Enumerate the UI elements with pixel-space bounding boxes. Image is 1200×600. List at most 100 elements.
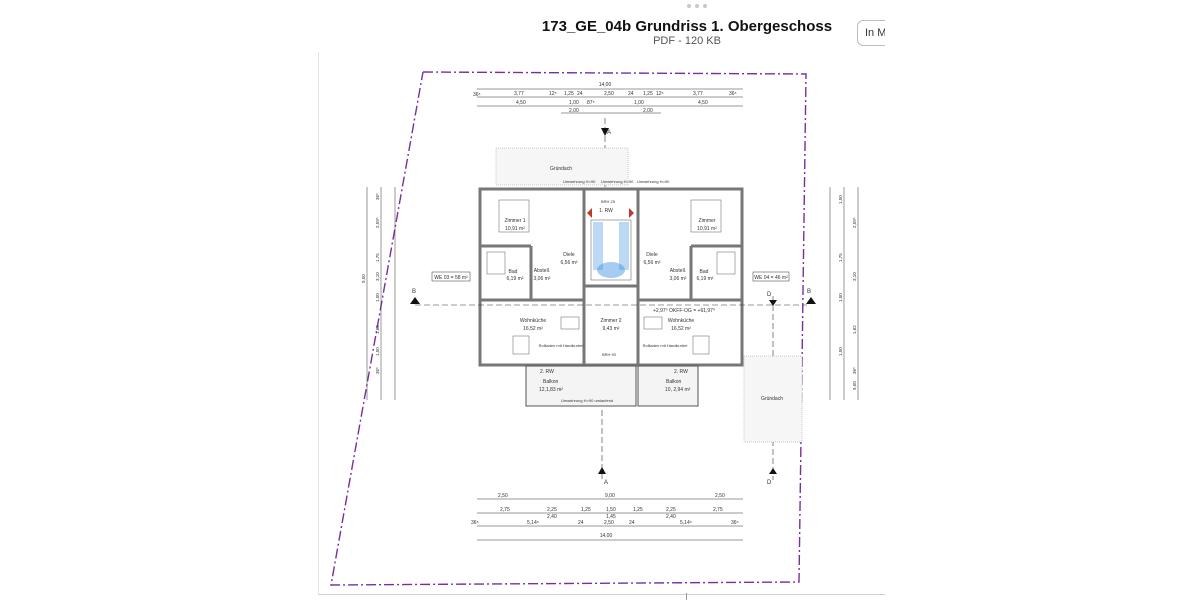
svg-text:2,59⁵: 2,59⁵: [375, 217, 380, 228]
right-dimension-chain: [829, 187, 859, 400]
page-indicator-tick: [686, 593, 687, 600]
svg-text:2,40: 2,40: [547, 514, 557, 520]
svg-text:2,25: 2,25: [547, 507, 557, 513]
left-abstell-area: 3,06 m²: [534, 276, 551, 282]
svg-text:12⁵: 12⁵: [656, 91, 664, 97]
left-bad: Bad: [509, 269, 518, 275]
svg-text:24: 24: [628, 91, 634, 97]
dim-top-total: 14,00: [599, 82, 612, 88]
balkon-left: [525, 365, 637, 407]
svg-text:24: 24: [578, 520, 584, 526]
building-walls: [478, 187, 744, 367]
svg-text:5,14⁵: 5,14⁵: [527, 520, 539, 526]
rw-right: 2. RW: [674, 369, 688, 375]
svg-text:4,50: 4,50: [698, 100, 708, 106]
document-meta: PDF - 120 KB: [653, 35, 721, 47]
left-diele: Diele: [563, 252, 575, 258]
brh90-label: BRH 90: [602, 352, 617, 357]
property-line: [330, 71, 807, 586]
svg-text:36⁵: 36⁵: [471, 520, 479, 526]
svg-text:36⁵: 36⁵: [375, 193, 380, 200]
section-a-top-label: A: [607, 130, 611, 136]
svg-text:2,50: 2,50: [498, 493, 508, 499]
svg-text:5,14⁵: 5,14⁵: [680, 520, 692, 526]
svg-text:1,00: 1,00: [569, 100, 579, 106]
balkon-right: [637, 365, 699, 407]
section-a-bottom-label: A: [604, 480, 608, 486]
svg-text:1,25: 1,25: [564, 91, 574, 97]
right-zimmer-area: 10,91 m²: [697, 226, 717, 232]
dim-right-labels: 1,50 2,59⁵ 1,75 3,10 1,50 1,62 1,50 36⁵ …: [838, 195, 857, 390]
dim-bottom-row1: 2,50 9,00 2,50: [498, 493, 725, 499]
we04-label: WE 04 = 46 m²: [754, 275, 788, 281]
dim-top-row2: 4,50 1,00 87⁵ 1,00 4,50: [516, 100, 708, 106]
umwehrung-balkon: Umwehrung H=90 umlaufend: [561, 398, 613, 403]
dim-top-row1: 36⁵ 3,77 12⁵ 1,25 24 2,50 24 1,25 12⁵ 3,…: [473, 91, 737, 98]
okff-label: +2,97⁰ OKFF-OG = +61,97⁰: [653, 308, 715, 314]
section-d-bottom-marker: [769, 468, 777, 474]
right-abstell-area: 3,06 m²: [670, 276, 687, 282]
svg-text:1,25: 1,25: [581, 507, 591, 513]
section-b-left-marker: [410, 297, 420, 304]
furniture: [486, 199, 736, 355]
svg-text:2,75: 2,75: [713, 507, 723, 513]
svg-text:3,77: 3,77: [693, 91, 703, 97]
right-abstell: Abstell.: [670, 268, 686, 274]
left-rollladen: Rollladen mit Handkurbel: [539, 343, 584, 348]
dim-bottom-row2: 2,75 2,25 1,25 1,50 1,25 2,25 2,75 2,40 …: [500, 507, 723, 520]
svg-text:9,00: 9,00: [605, 493, 615, 499]
svg-text:36⁵: 36⁵: [375, 367, 380, 374]
svg-text:2,59⁵: 2,59⁵: [852, 217, 857, 228]
svg-text:36⁵: 36⁵: [731, 520, 739, 526]
svg-text:87⁵: 87⁵: [587, 100, 595, 106]
svg-text:1,50: 1,50: [838, 347, 843, 356]
red-arrow-right: [629, 208, 634, 218]
dim-bottom-row3: 36⁵ 5,14⁵ 24 2,50 24 5,14⁵ 36⁵: [471, 520, 739, 526]
we03-label: WE 03 = 58 m²: [434, 275, 468, 281]
zimmer2-area: 9,43 m²: [603, 326, 620, 332]
section-d-top-label: D: [767, 292, 772, 298]
left-zimmer: Zimmer 1: [504, 218, 525, 224]
gruendach-top-label: Gründach: [550, 166, 572, 172]
right-bad: Bad: [700, 269, 709, 275]
svg-text:2,00: 2,00: [569, 108, 579, 114]
right-bad-area: 6,19 m²: [697, 276, 714, 282]
svg-text:9,50: 9,50: [852, 381, 857, 390]
svg-text:1,50: 1,50: [838, 293, 843, 302]
top-dimension-chain: [477, 88, 743, 114]
left-wohn-area: 16,52 m²: [523, 326, 543, 332]
svg-text:2,50: 2,50: [604, 91, 614, 97]
section-d-top-marker: [769, 300, 777, 306]
section-b-right-label: B: [807, 289, 811, 295]
umwehrung-top-3: Umwehrung H=90: [637, 179, 670, 184]
zimmer2: Zimmer 2: [600, 318, 621, 324]
svg-text:1,50: 1,50: [375, 293, 380, 302]
left-dimension-chain: [366, 187, 396, 400]
section-b-left-label: B: [412, 289, 416, 295]
svg-text:1,50: 1,50: [838, 195, 843, 204]
svg-text:3,10: 3,10: [375, 272, 380, 281]
brh25-label: BRH 25: [601, 199, 616, 204]
svg-text:2,40: 2,40: [666, 514, 676, 520]
gruendach-right-label: Gründach: [761, 396, 783, 402]
svg-text:1,50: 1,50: [606, 507, 616, 513]
we03-box: [431, 271, 471, 282]
svg-text:2,00: 2,00: [643, 108, 653, 114]
left-abstell: Abstell.: [534, 268, 550, 274]
left-zimmer-area: 10,91 m²: [505, 226, 525, 232]
svg-text:1,25: 1,25: [633, 507, 643, 513]
svg-text:1,45: 1,45: [606, 514, 616, 520]
bottom-dimension-chain: [477, 498, 743, 541]
section-b-right-marker: [806, 297, 816, 304]
section-a-top-marker: [601, 128, 609, 136]
floor-plan-drawing: 14,00 36⁵ 3,77 12⁵ 1,25 24 2,50 24 1,25 …: [330, 71, 859, 586]
we04-box: [752, 271, 790, 282]
balkon-left-area: 12,1,83 m²: [539, 387, 563, 393]
svg-text:36⁵: 36⁵: [852, 367, 857, 374]
sheet-grabber[interactable]: [685, 4, 709, 8]
document-title: 173_GE_04b Grundriss 1. Obergeschoss: [541, 18, 833, 35]
pdf-viewer[interactable]: 14,00 36⁵ 3,77 12⁵ 1,25 24 2,50 24 1,25 …: [318, 52, 886, 595]
section-a-bottom-marker: [598, 467, 606, 474]
balkon-right-area: 10, 2,94 m²: [665, 387, 691, 393]
right-diele-area: 6,56 m²: [644, 260, 661, 266]
